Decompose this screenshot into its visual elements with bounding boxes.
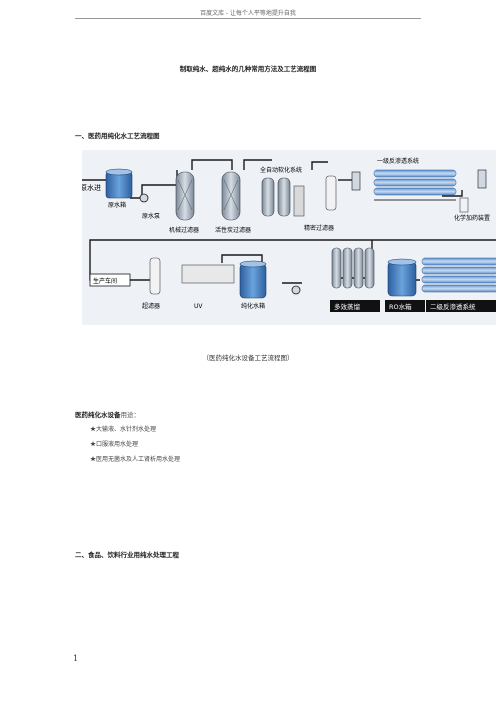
raw-water-in-label: 原水进 <box>82 183 101 192</box>
purified-water-tank <box>239 263 267 299</box>
raw-tank-label: 原水箱 <box>108 201 126 209</box>
raw-pump-label: 原水泵 <box>142 212 160 220</box>
uses-label: 医药纯化水设备 <box>75 411 121 419</box>
section-heading-1: 一、医药用纯化水工艺流程图 <box>75 132 160 140</box>
multi-effect-still <box>331 247 375 289</box>
mech-filter-label: 机械过滤器 <box>169 226 199 234</box>
document-title: 制取纯水、超纯水的几种常用方法及工艺流程图 <box>179 65 317 73</box>
use-item: ★口服液用水处理 <box>90 441 139 448</box>
softener-label: 全自动软化系统 <box>260 166 302 174</box>
diagram-caption: （医药纯化水设备工艺流程图） <box>202 354 294 362</box>
ro1-membranes <box>373 169 457 201</box>
ultrafilter-label: 超滤器 <box>142 302 160 310</box>
use-item: ★医用无菌水及人工肾析用水处理 <box>90 456 181 463</box>
precision-filter-label: 精密过滤器 <box>304 224 334 232</box>
page-number: 1 <box>73 654 79 663</box>
multi-still-label: 多效蒸馏 <box>334 302 361 311</box>
softener-system <box>261 177 305 217</box>
uses-heading: 医药纯化水设备用途： <box>75 409 140 419</box>
ultrafilter <box>149 257 161 295</box>
mechanical-filter <box>175 171 195 221</box>
ro-tank-label-bg <box>385 300 425 312</box>
page-header: 百度文库 - 让每个人平等地提升自我 <box>200 10 296 17</box>
carbon-filter <box>221 171 241 221</box>
high-pressure-pump-1 <box>351 171 361 191</box>
ro-tank-label: RO水箱 <box>389 302 412 311</box>
ro2-membranes <box>421 257 496 293</box>
transfer-pump <box>291 285 301 295</box>
high-pressure-pump-2 <box>477 169 487 189</box>
dosing-label: 化学加药装置 <box>454 214 490 222</box>
ro-water-tank <box>387 261 417 297</box>
ro2-label: 二级反渗透系统 <box>430 302 476 311</box>
precision-filter <box>325 175 337 211</box>
uv-sterilizer <box>181 264 235 284</box>
production-workshop <box>89 273 131 287</box>
process-flow-diagram: 原水进 原水箱 原水泵 机械过滤器 活性炭过滤器 全自动软化系统 精密过滤器 一… <box>82 150 496 325</box>
use-item: ★大输液、水针剂水处理 <box>90 426 157 433</box>
raw-pump <box>139 193 149 203</box>
ro2-label-bg <box>426 300 496 312</box>
chemical-dosing-unit <box>459 197 469 213</box>
uses-suffix: 用途： <box>120 411 141 419</box>
raw-water-tank <box>105 171 133 199</box>
multi-still-label-bg <box>330 300 380 312</box>
carbon-filter-label: 活性炭过滤器 <box>215 226 251 234</box>
uv-label: UV <box>194 303 203 310</box>
header-rule <box>75 18 421 19</box>
section-heading-2: 二、食品、饮料行业用纯水处理工程 <box>75 551 179 559</box>
ro1-label: 一级反渗透系统 <box>377 157 419 165</box>
pure-tank-label: 纯化水箱 <box>241 302 265 310</box>
workshop-label: 生产车间 <box>93 277 117 285</box>
